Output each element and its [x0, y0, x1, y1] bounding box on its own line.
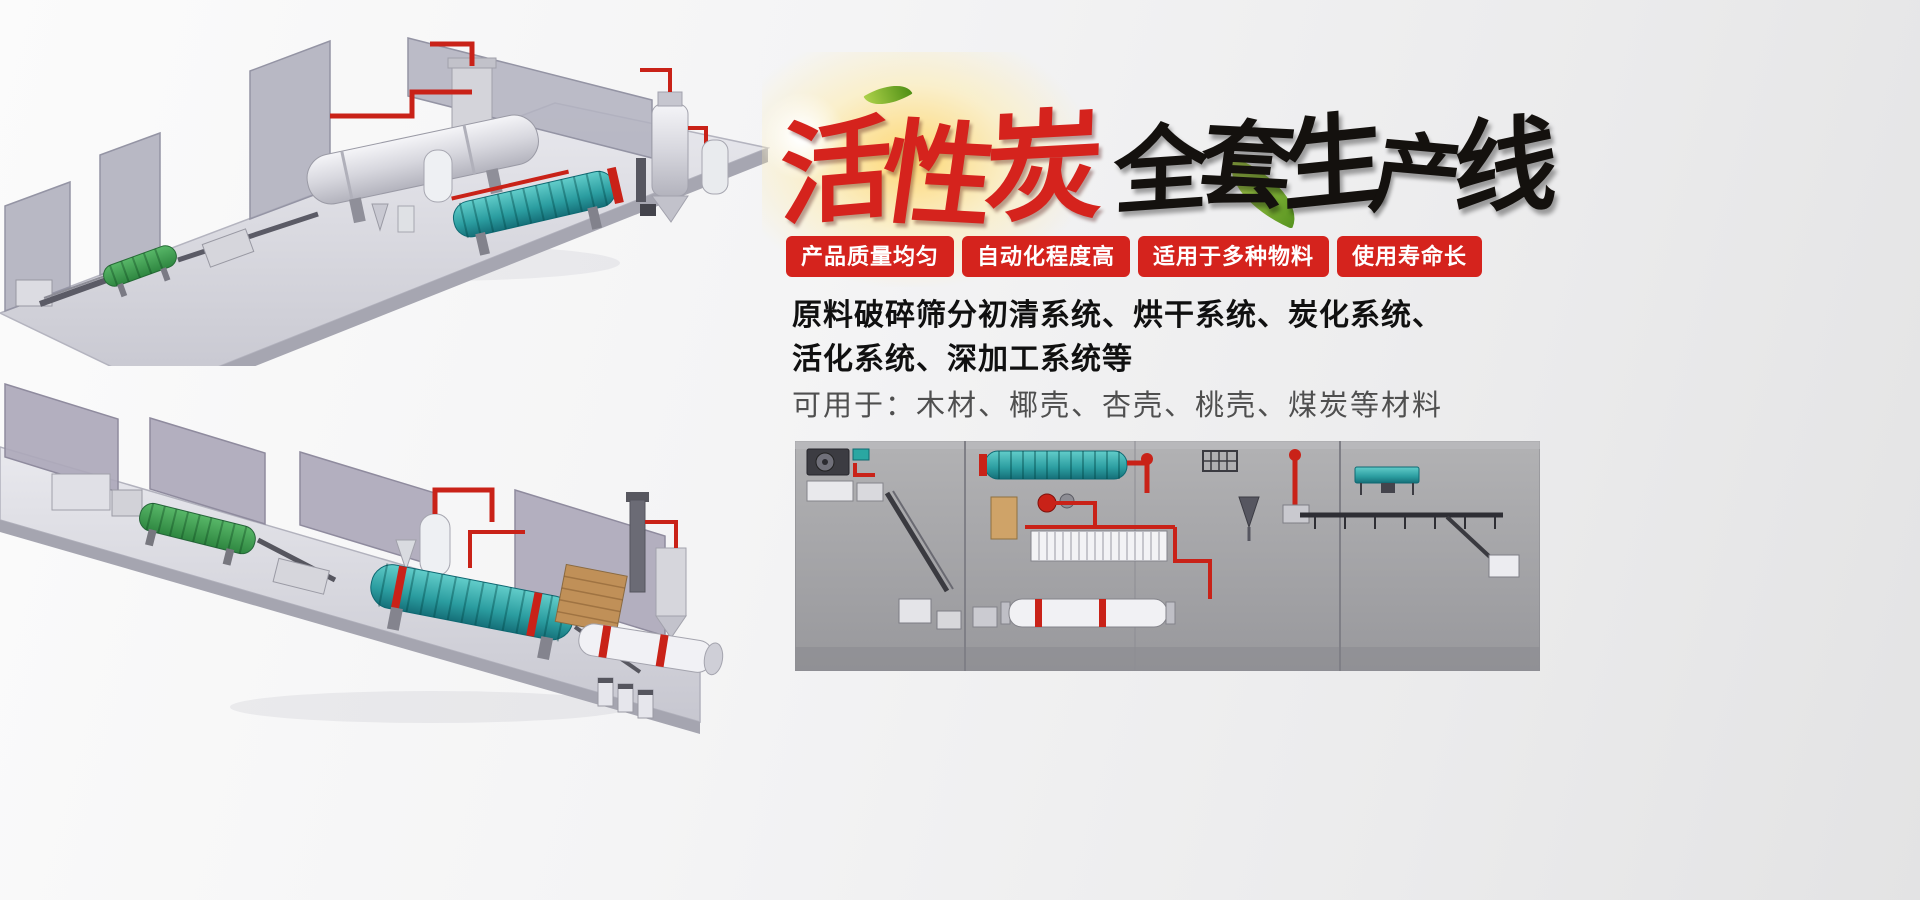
description-line-1: 原料破碎筛分初清系统、烘干系统、炭化系统、	[792, 299, 1443, 332]
description-line-2: 活化系统、深加工系统等	[792, 343, 1133, 376]
red-piping	[330, 89, 472, 119]
production-line-render-bottom	[0, 382, 724, 734]
feature-badges: 产品质量均匀 自动化程度高 适用于多种物料 使用寿命长	[786, 236, 1483, 277]
red-piping	[468, 530, 525, 568]
packing-section	[1300, 466, 1520, 578]
small-tank	[397, 205, 415, 233]
screening-machine	[272, 557, 330, 595]
starburst-flare	[752, 86, 852, 186]
platform-edge	[220, 148, 768, 366]
feature-badge: 适用于多种物料	[1138, 236, 1330, 277]
cyclone-plan	[1202, 449, 1310, 541]
production-line-render-top	[0, 37, 770, 366]
heat-exchanger	[990, 493, 1212, 599]
feature-badge: 自动化程度高	[962, 236, 1131, 277]
carbonization-furnace-cluster	[636, 68, 729, 223]
shadow	[230, 691, 630, 723]
crusher-drum	[103, 245, 177, 298]
systems-description: 原料破碎筛分初清系统、烘干系统、炭化系统、 活化系统、深加工系统等	[792, 294, 1443, 382]
inclined-conveyor	[884, 490, 962, 630]
dust-collector-tank	[423, 149, 453, 203]
feature-badge: 产品质量均匀	[786, 236, 955, 277]
feature-badge: 使用寿命长	[1337, 236, 1483, 277]
fan-unit	[806, 448, 884, 502]
activation-drum	[451, 166, 624, 256]
floor-strip	[795, 647, 1540, 671]
right-tower-cluster	[626, 492, 687, 639]
page-title: 活性炭全套生产线	[773, 82, 1551, 244]
feed-hoppers	[51, 473, 143, 517]
cyclone	[371, 203, 389, 232]
screening-machine	[201, 228, 255, 268]
crusher-drum	[139, 502, 256, 566]
cooling-cylinder-plan	[972, 598, 1176, 628]
wall-top-edge	[795, 441, 1540, 449]
production-line-layout-diagram	[795, 441, 1540, 671]
title-black: 全套生产线	[1112, 101, 1550, 229]
platform-edge	[0, 520, 700, 734]
materials-line: 可用于：木材、椰壳、杏壳、桃壳、煤炭等材料	[792, 390, 1444, 422]
storage-tanks	[597, 677, 654, 719]
carbonization-drum	[979, 450, 1153, 493]
title-red: 活性炭	[779, 99, 1098, 241]
dust-collector	[395, 487, 495, 587]
cooling-cylinder	[578, 623, 724, 676]
brick-furnace	[554, 563, 628, 634]
